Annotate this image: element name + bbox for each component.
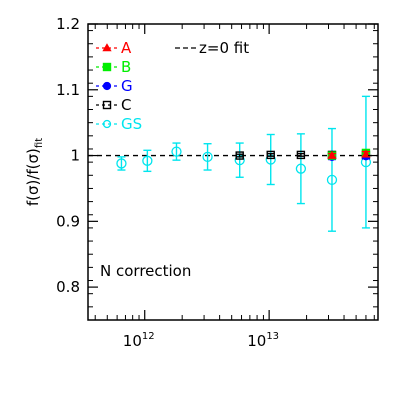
y-tick-label: 0.9 xyxy=(56,212,80,230)
legend-label: GS xyxy=(121,115,142,133)
data-point xyxy=(295,163,307,174)
annotation-text: N correction xyxy=(100,262,191,280)
legend-marker xyxy=(102,100,112,110)
legend-label: A xyxy=(121,39,132,57)
legend-label: B xyxy=(121,58,131,76)
legend-item-GS: GS xyxy=(96,115,142,133)
data-point xyxy=(235,151,244,160)
y-tick-label: 1.1 xyxy=(56,81,80,99)
legend-item-C: C xyxy=(96,96,131,114)
legend-label: G xyxy=(121,77,133,95)
legend-item-B: B xyxy=(96,58,131,76)
legend-marker xyxy=(102,81,112,91)
legend-item-A: A xyxy=(96,39,132,57)
data-point xyxy=(326,174,338,186)
labels-group: N correction f(σ)/f(σ)fit xyxy=(24,138,191,280)
data-point xyxy=(361,149,371,158)
legend-label: C xyxy=(121,96,131,114)
y-axis-label: f(σ)/f(σ)fit xyxy=(24,138,45,206)
y-tick-label: 1 xyxy=(70,147,80,165)
plot-frame xyxy=(87,23,379,321)
data-point xyxy=(142,155,153,166)
series-group xyxy=(116,95,372,232)
plot-frame-group xyxy=(87,23,379,321)
legend-marker xyxy=(102,119,112,129)
legend-marker xyxy=(102,43,112,52)
legend-item-reference: z=0 fit xyxy=(175,39,249,57)
data-point xyxy=(327,150,337,159)
data-point xyxy=(266,150,275,160)
series-A xyxy=(327,149,371,159)
data-point xyxy=(116,158,127,169)
series-GS xyxy=(116,95,372,232)
data-point xyxy=(171,146,182,157)
y-tick-label: 0.8 xyxy=(56,278,80,296)
legend-item-G: G xyxy=(96,77,133,95)
data-point xyxy=(202,151,213,163)
y-tick-label: 1.2 xyxy=(56,15,80,33)
legend-marker xyxy=(102,62,112,72)
legend-label: z=0 fit xyxy=(199,39,249,57)
x-tick-label: 1012 xyxy=(123,331,155,350)
data-point xyxy=(296,150,306,160)
x-tick-label: 1013 xyxy=(247,331,279,350)
